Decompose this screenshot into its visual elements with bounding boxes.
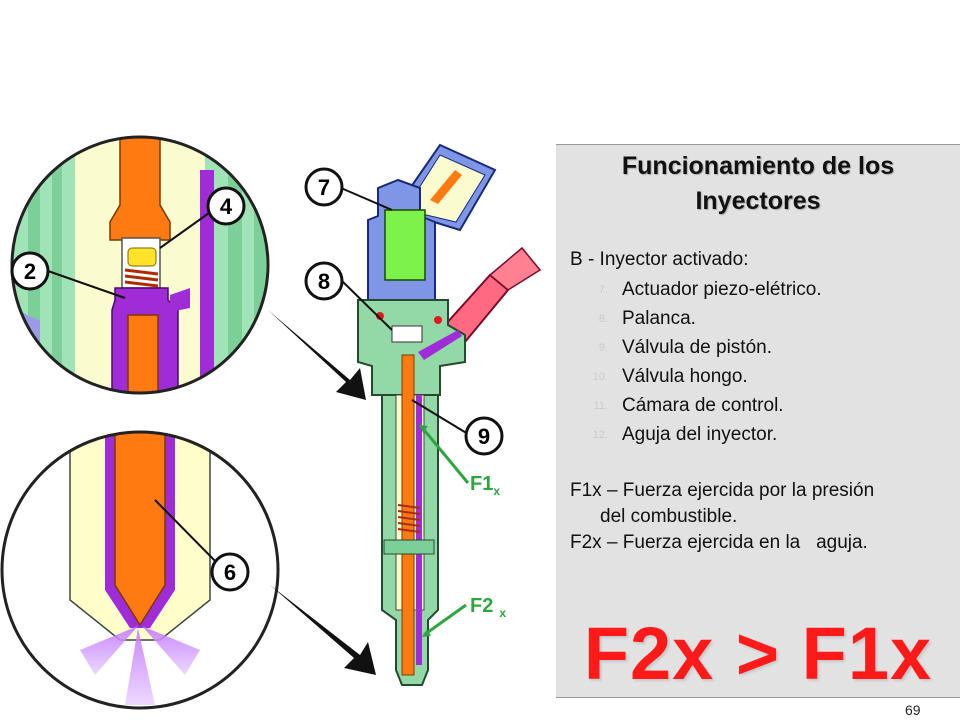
f1-description: F1x – Fuerza ejercida por la presión (570, 480, 875, 501)
callout-9: 9 (464, 416, 504, 456)
text-panel: Funcionamiento de los Inyectores B - Iny… (556, 144, 960, 698)
callout-8: 8 (304, 261, 344, 301)
page-number: 69 (905, 702, 921, 718)
list-number: 11. (593, 400, 608, 412)
list-number: 10. (592, 371, 608, 383)
list-item: 8. Palanca. (570, 308, 822, 337)
list-item: 11. Cámara de control. (570, 395, 822, 424)
list-text: Actuador piezo-elétrico. (622, 279, 822, 300)
list-text: Cámara de control. (622, 395, 784, 416)
injector-diagram: 2 4 6 7 8 9 F1x F2x (0, 135, 542, 710)
callout-7: 7 (304, 167, 344, 207)
list-text: Aguja del inyector. (622, 424, 778, 445)
list-text: Palanca. (622, 308, 696, 329)
list-item: 12. Aguja del inyector. (570, 424, 822, 453)
list-item: 7. Actuador piezo-elétrico. (570, 279, 822, 308)
force-formula: F2x > F1x (583, 612, 933, 695)
list-number: 12. (592, 429, 608, 441)
zoom-arrow-bottom (270, 585, 376, 675)
slide-title: Funcionamiento de los Inyectores (556, 149, 960, 219)
callout-4: 4 (206, 186, 246, 226)
force-label-f1: F1x (470, 473, 500, 498)
list-number: 8. (598, 313, 608, 325)
zoom-arrow-top (268, 310, 366, 400)
svg-text:7: 7 (318, 175, 330, 200)
svg-text:4: 4 (220, 194, 233, 219)
detail-circle-bottom (0, 430, 280, 710)
intro-text: B - Inyector activado: (570, 249, 749, 270)
f2-description: F2x – Fuerza ejercida en la aguja. (570, 532, 868, 553)
f1-description-cont: del combustible. (600, 506, 738, 527)
title-line-1: Funcionamiento de los (621, 152, 895, 180)
forces-description: F1x – Fuerza ejercida por la presión del… (570, 478, 960, 556)
force-arrow-f1 (418, 424, 470, 484)
list-text: Válvula hongo. (622, 366, 748, 387)
list-number: 9. (598, 342, 608, 354)
svg-text:9: 9 (478, 424, 490, 449)
callout-6: 6 (210, 552, 250, 592)
list-item: 10. Válvula hongo. (570, 366, 822, 395)
list-text: Válvula de pistón. (622, 337, 772, 358)
callout-2: 2 (10, 251, 50, 291)
svg-text:6: 6 (224, 560, 236, 585)
list-item: 9. Válvula de pistón. (570, 337, 822, 366)
injector-body (357, 143, 542, 686)
list-number: 7. (598, 284, 608, 296)
svg-text:8: 8 (318, 269, 330, 294)
title-line-2: Inyectores (695, 187, 821, 215)
svg-text:2: 2 (24, 259, 36, 284)
parts-list: 7. Actuador piezo-elétrico. 8. Palanca. 9.… (570, 279, 822, 453)
force-arrow-f2 (423, 603, 467, 637)
